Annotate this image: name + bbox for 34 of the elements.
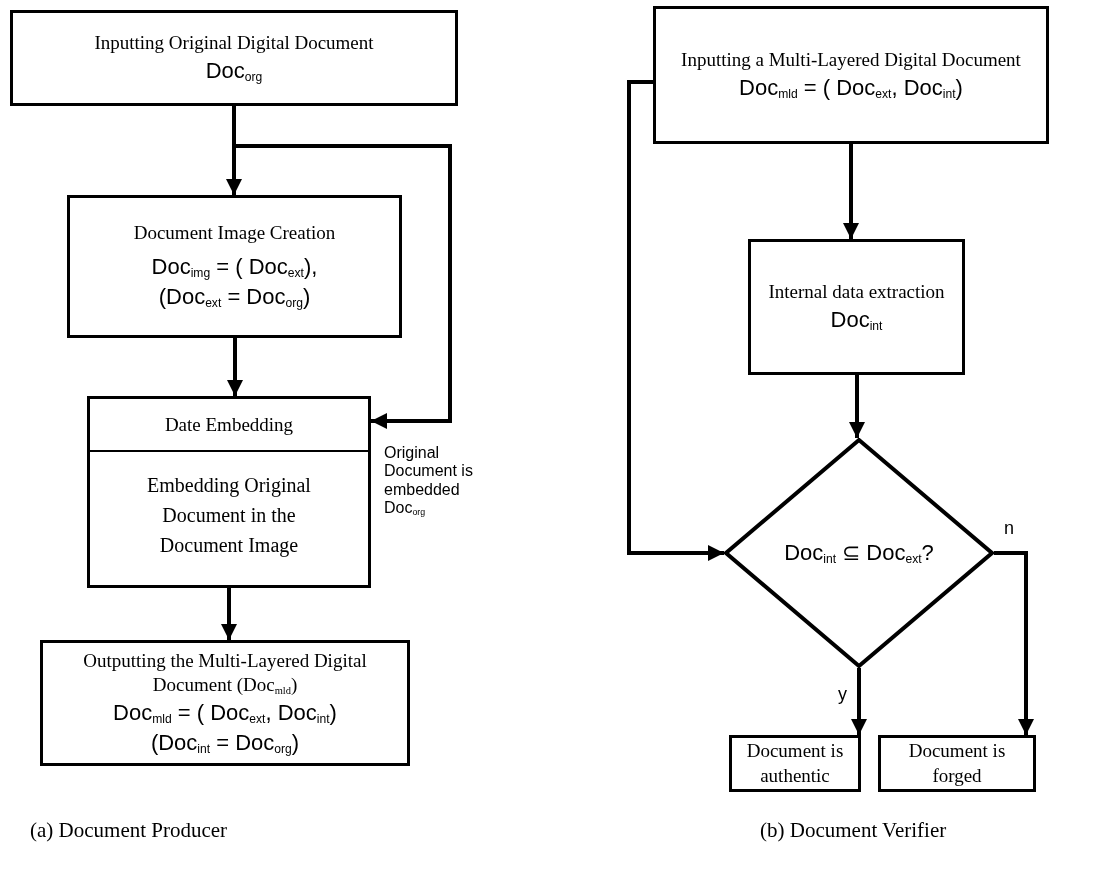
node-text: Document is authentic [745, 738, 845, 788]
arrow [627, 80, 724, 561]
figure-caption: (a) Document Producer [30, 818, 228, 843]
input-box [653, 6, 1049, 144]
formula-text: (Doc$_{int}$ = Doc$_{org}$) [150, 728, 300, 758]
process-box [10, 10, 458, 106]
formula-text: Doc$_{org}$ [205, 56, 263, 86]
node-text: Embedding Original Document in the Document Image [146, 472, 312, 559]
process-box [748, 239, 965, 375]
result-box [878, 735, 1036, 792]
node-text: Document Image Creation [132, 221, 337, 246]
result-box [729, 735, 861, 792]
decision-diamond [724, 438, 994, 668]
node-text: Inputting Original Digital Document [93, 30, 375, 55]
formula-text: Doc$_{int}$ [830, 305, 883, 335]
arrow [849, 375, 865, 438]
formula-text: Doc$_{mld}$ = ( Doc$_{ext}$, Doc$_{int}$) [739, 73, 963, 103]
arrow [843, 144, 859, 239]
arrow [221, 588, 237, 640]
figure-caption: (b) Document Verifier [760, 818, 947, 843]
process-box [67, 195, 402, 338]
process-box [87, 396, 371, 588]
node-text: Date Embedding [90, 399, 368, 452]
formula-text: Doc$_{int}$ ⊆ Doc$_{ext}$? [784, 539, 934, 568]
node-text: Inputting a Multi-Layered Digital Document [680, 47, 1022, 72]
formula-text: Doc$_{img}$ = ( Doc$_{ext}$), (Doc$_{ext}$ = Doc$_{org}$) [150, 253, 319, 312]
arrow [851, 668, 867, 735]
node-text: Outputting the Multi-Layered Digital Document (Doc$_{mld}$) [82, 648, 368, 698]
arrow [994, 551, 1034, 735]
node-text: Document is forged [907, 738, 1007, 788]
output-box [40, 640, 410, 766]
node-text: Internal data extraction [767, 279, 946, 304]
formula-text: Doc$_{mld}$ = ( Doc$_{ext}$, Doc$_{int}$) [113, 699, 337, 728]
arrow [227, 338, 243, 396]
